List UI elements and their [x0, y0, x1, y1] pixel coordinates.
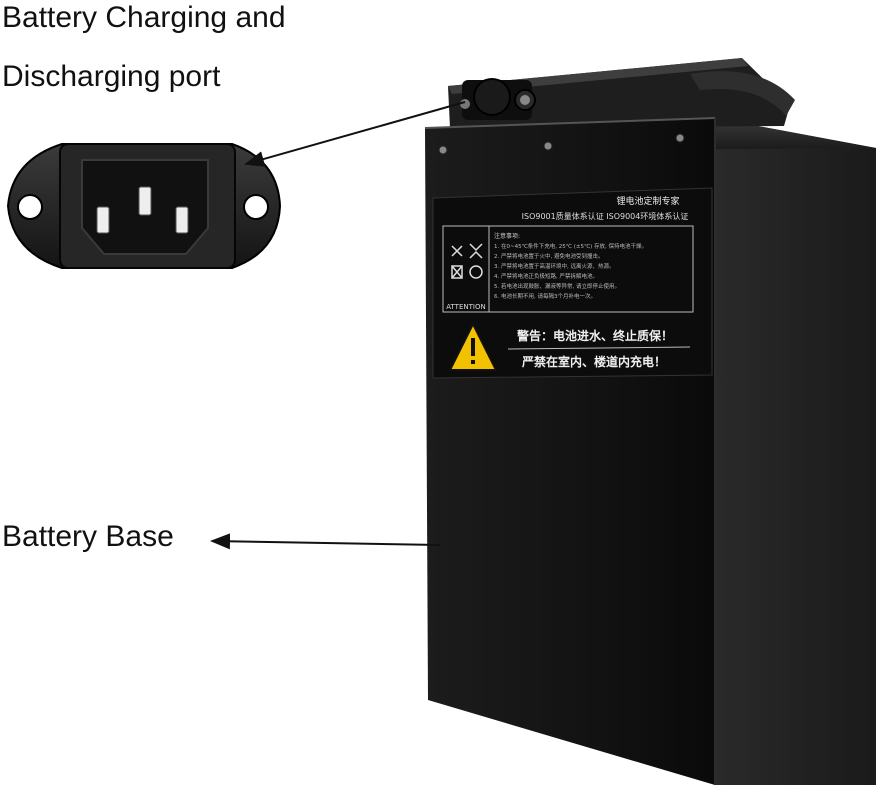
notice-line: 4. 严禁将电池正负极短路, 严禁拆解电池。: [494, 272, 598, 280]
battery-side-face: [715, 118, 876, 785]
notice-line: 1. 在0~45℃条件下充电, 25℃ (±5℃) 存放, 保持电池干燥。: [494, 242, 647, 250]
notice-lines: 1. 在0~45℃条件下充电, 25℃ (±5℃) 存放, 保持电池干燥。 2.…: [494, 242, 647, 300]
base-callout-arrow: [210, 533, 441, 550]
mount-hole-icon: [243, 194, 269, 220]
label-notice-title: 注意事项:: [494, 232, 520, 240]
socket-pin: [96, 206, 110, 234]
warning-line-2: 严禁在室内、楼道内充电！: [521, 354, 666, 369]
base-callout-label: Battery Base: [2, 520, 174, 553]
socket-pin: [175, 206, 189, 234]
notice-line: 2. 严禁将电池置于火中, 避免电池受到撞击。: [494, 252, 604, 260]
port-callout-arrow: [244, 101, 466, 167]
label-certs: ISO9001质量体系认证 ISO9004环境体系认证: [522, 211, 689, 221]
charging-port-connector: [460, 78, 536, 120]
battery-pack: [424, 58, 876, 785]
port-socket-closeup: [6, 143, 282, 269]
notice-line: 6. 电池长期不用, 请每隔3个月补电一次。: [494, 292, 596, 300]
label-attention: ATTENTION: [446, 303, 485, 311]
port-callout-label-line2: Discharging port: [2, 60, 221, 93]
warning-line-1: 警告：电池进水、终止质保！: [516, 328, 673, 343]
label-brand: 锂电池定制专家: [616, 195, 679, 207]
notice-line: 5. 若电池出现鼓胀、漏液等异常, 请立即停止使用。: [494, 282, 620, 290]
screw-icon: [543, 141, 553, 151]
hazard-symbols-icon: [451, 243, 483, 279]
port-callout-label-line1: Battery Charging and: [2, 1, 286, 34]
mount-hole-icon: [17, 194, 43, 220]
screw-icon: [438, 145, 448, 155]
screw-icon: [675, 133, 685, 143]
battery-label: 锂电池定制专家 ISO9001质量体系认证 ISO9004环境体系认证 ATTE…: [432, 187, 713, 379]
notice-line: 3. 严禁将电池置于高温环境中, 远离火源、热源。: [494, 262, 615, 270]
socket-pin: [138, 186, 152, 216]
warning-triangle-icon: [448, 321, 498, 371]
